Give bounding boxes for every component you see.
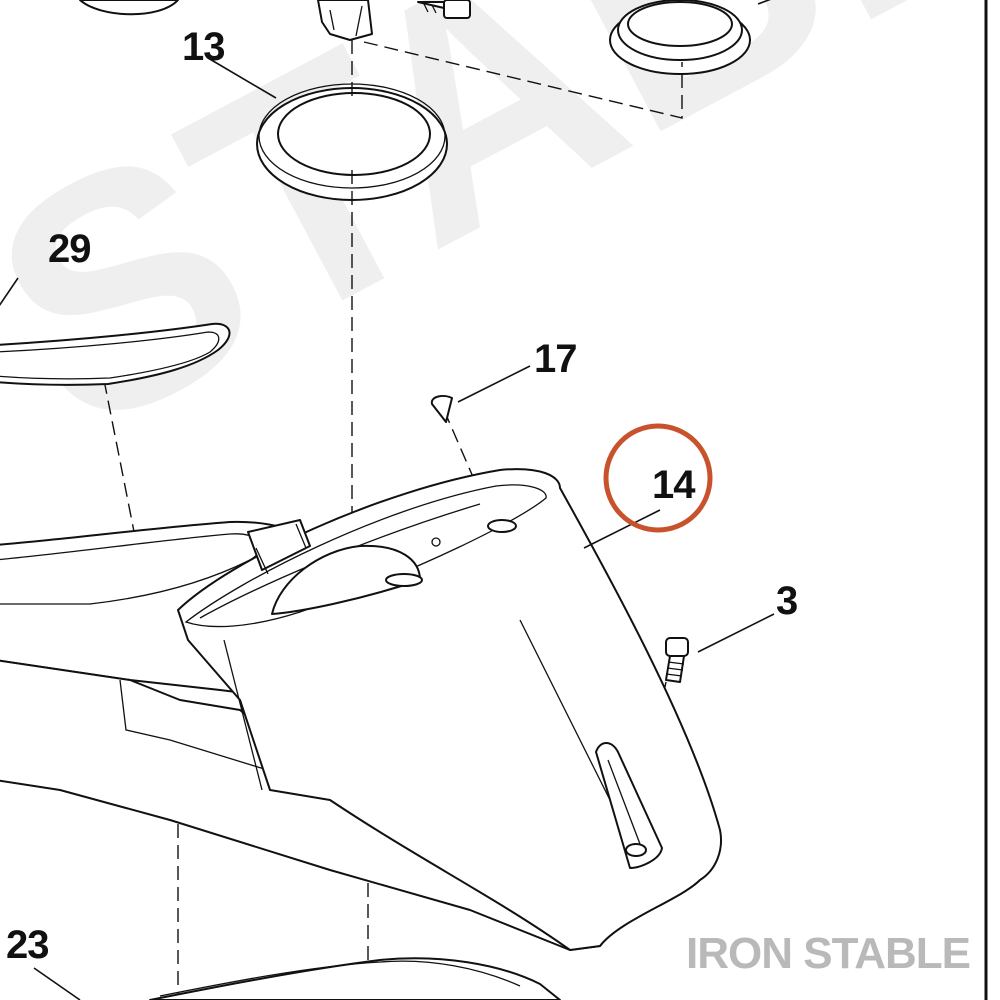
callout-3: 3 xyxy=(776,579,797,623)
plate-part-29 xyxy=(0,322,231,386)
ring-seal-top-right xyxy=(609,0,771,75)
leader-lines xyxy=(0,57,775,1000)
partial-ring-top-left xyxy=(79,0,179,16)
housing-part-14 xyxy=(177,468,722,951)
callout-13: 13 xyxy=(182,25,225,69)
callout-23: 23 xyxy=(6,923,49,967)
ring-part-13 xyxy=(256,83,448,201)
top-clip-bracket xyxy=(317,0,373,41)
watermark: STABLE xyxy=(0,0,1000,502)
callout-29: 29 xyxy=(48,227,91,271)
bolt-part-3 xyxy=(665,637,689,683)
plug-part-17 xyxy=(430,395,453,423)
watermark-text: STABLE xyxy=(0,0,1000,502)
callout-14: 14 xyxy=(652,463,696,507)
callout-labels: 13 29 17 14 3 23 xyxy=(6,25,798,967)
highlight-circle xyxy=(603,423,713,533)
callout-17: 17 xyxy=(534,337,577,381)
brand-logo-text: IRON STABLE xyxy=(686,929,970,978)
strap-part-23 xyxy=(149,957,561,1000)
bolt-top xyxy=(417,0,471,19)
